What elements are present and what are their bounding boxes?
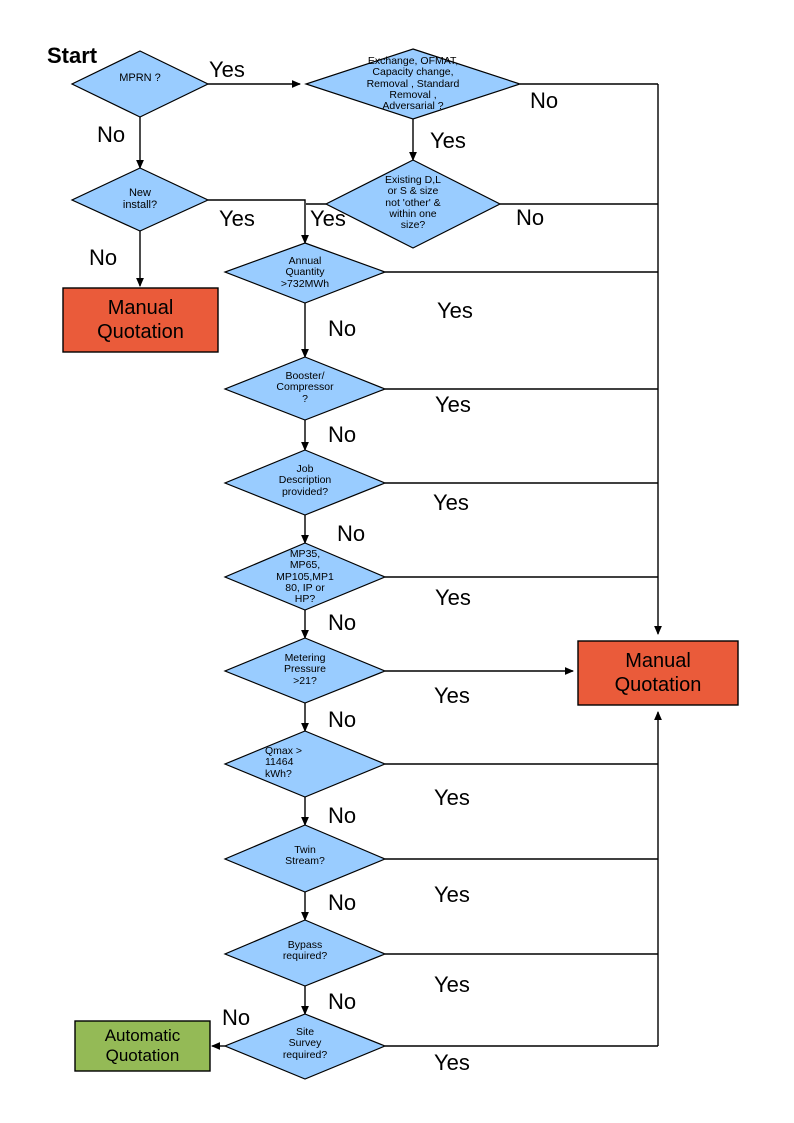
decision-job-desc[interactable] xyxy=(223,449,387,516)
decision-metering-pressure[interactable] xyxy=(223,637,387,704)
decision-exchange[interactable] xyxy=(304,48,522,120)
decision-bypass[interactable] xyxy=(223,919,387,987)
decision-mp-class[interactable] xyxy=(223,542,387,611)
decision-mprn[interactable] xyxy=(70,50,210,118)
decision-group xyxy=(70,48,522,1080)
decision-new-install[interactable] xyxy=(70,167,210,232)
terminator-manual-right[interactable] xyxy=(577,640,739,706)
decision-qmax[interactable] xyxy=(223,730,387,798)
decision-existing[interactable] xyxy=(324,159,502,249)
decision-booster[interactable] xyxy=(223,356,387,421)
terminator-automatic[interactable] xyxy=(74,1020,211,1072)
terminator-manual-left[interactable] xyxy=(62,287,219,353)
decision-twin-stream[interactable] xyxy=(223,824,387,893)
decision-site-survey[interactable] xyxy=(223,1013,387,1080)
connector-group xyxy=(136,80,662,1050)
edge-new-install-yes xyxy=(208,199,309,244)
terminator-group xyxy=(62,287,739,1072)
decision-annual-quantity[interactable] xyxy=(223,242,387,304)
